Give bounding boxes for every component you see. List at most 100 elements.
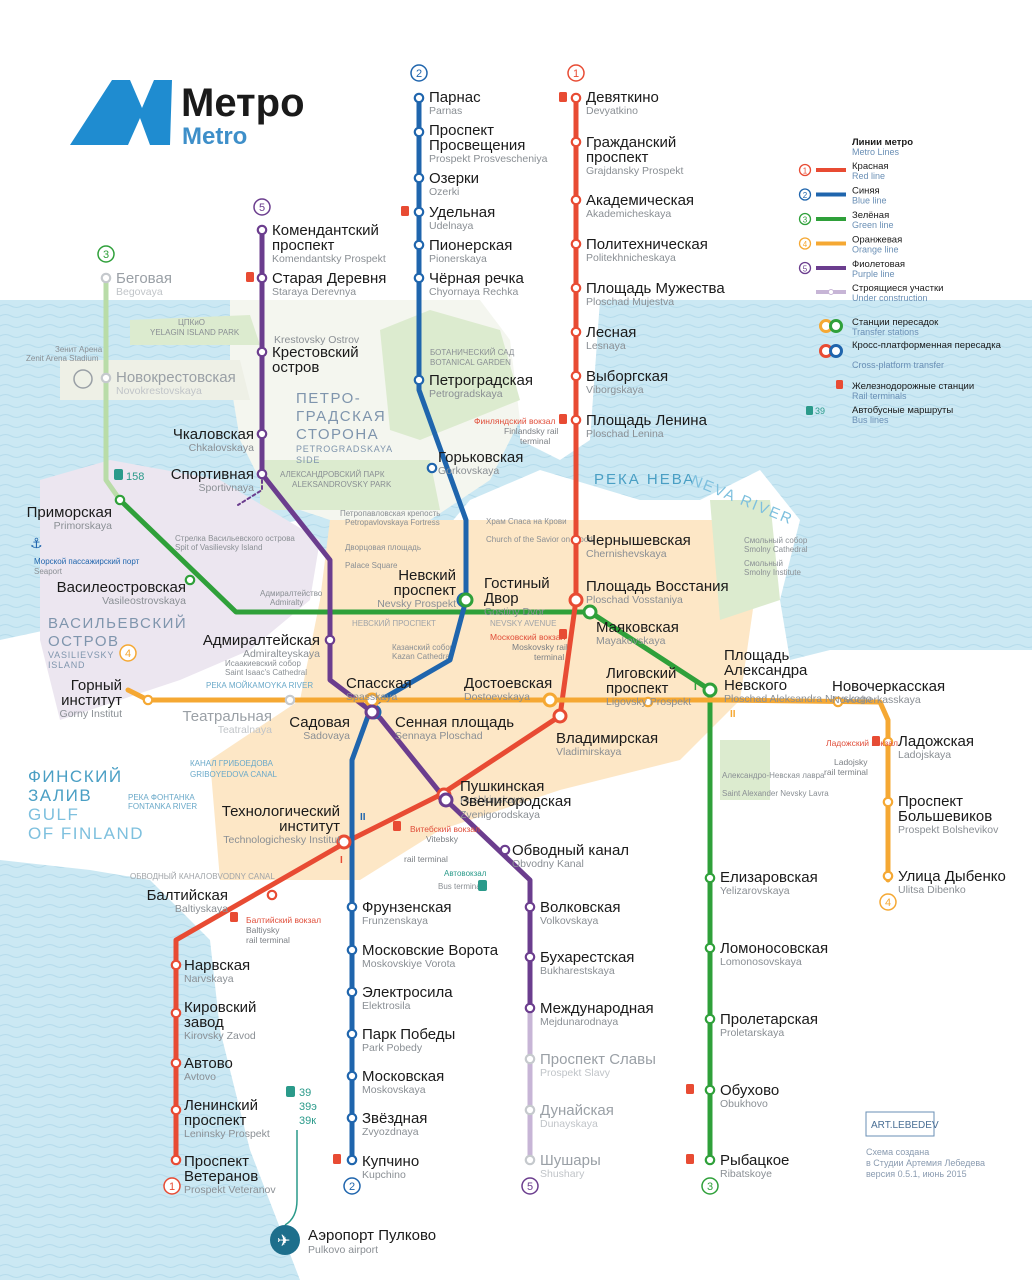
station-marker: [524, 1002, 536, 1014]
interchange-marker: [552, 708, 568, 724]
station-name: Электросила: [362, 984, 453, 1001]
station-name: Технологический: [222, 803, 340, 820]
station-name: Удельная: [429, 204, 495, 221]
station-name-en: Avtovo: [184, 1071, 216, 1083]
rail-icon: [393, 821, 401, 831]
station-marker: [413, 92, 425, 104]
station-name: Приморская: [27, 504, 112, 521]
station-name: Сенная площадь: [395, 714, 514, 731]
station-name-en: Chernishevskaya: [586, 548, 667, 560]
rail-terminal-en: rail terminal: [404, 854, 448, 864]
station-name: Политехническая: [586, 236, 708, 253]
airport-name-en: Pulkovo airport: [308, 1244, 378, 1256]
station-marker: [346, 901, 358, 913]
station-name: Старая Деревня: [272, 270, 386, 287]
legend-text: Cross-platform transfer: [852, 360, 944, 370]
landmark-ru: Дворцовая площадь: [345, 543, 421, 552]
station-marker: [266, 889, 278, 901]
station-marker: [170, 1057, 182, 1069]
station-red[interactable]: ТехнологическийинститутTechnologichesky …: [222, 803, 352, 850]
station-name-en: Devyatkino: [586, 105, 638, 117]
station-name-en: Shushary: [540, 1168, 585, 1180]
rail-terminal-ru: Витебский вокзал: [410, 824, 480, 834]
station-name-en: Moskovskiye Vorota: [362, 958, 456, 970]
station-marker: [882, 796, 894, 808]
station-marker: [882, 736, 894, 748]
station-name: Маяковская: [596, 619, 679, 636]
petrogradskaya-label-3: СТОРОНА: [296, 426, 379, 443]
line-badge-red: 1: [163, 1177, 181, 1195]
bus-number: 39: [815, 406, 825, 416]
